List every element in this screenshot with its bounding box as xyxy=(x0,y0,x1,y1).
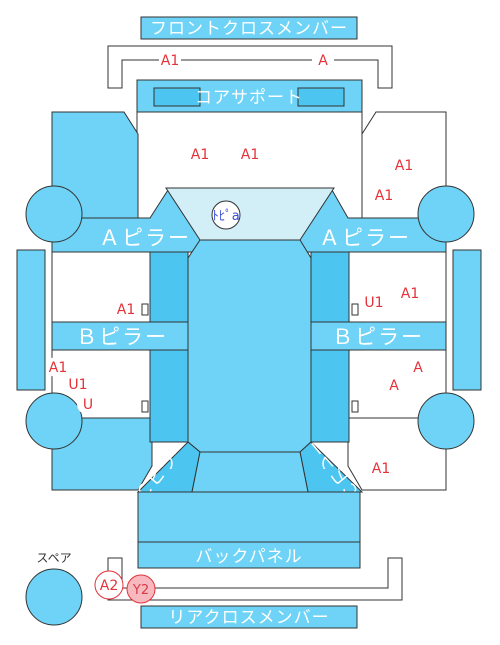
left-side-sill[interactable] xyxy=(16,249,46,391)
right-front-door-handle xyxy=(351,303,359,316)
mark-halo xyxy=(312,49,334,71)
roof-panel[interactable] xyxy=(187,239,312,453)
wheel-front-right[interactable] xyxy=(417,185,475,243)
core-support-label: コアサポート xyxy=(195,88,303,108)
right-front-door[interactable] xyxy=(347,251,447,323)
mark-front-door-left-a1: A1 xyxy=(117,302,135,318)
mark-halo xyxy=(159,49,181,71)
rear-cross-member-label-bar[interactable] xyxy=(140,605,358,629)
wheel-front-left[interactable] xyxy=(25,185,83,243)
right-side-sill[interactable] xyxy=(452,249,482,391)
mark-rear-quarter-right-a1: A1 xyxy=(372,461,390,477)
mark-rear-cross-y2: Y2 xyxy=(132,583,149,598)
front-cross-member-label-bar[interactable] xyxy=(140,16,358,40)
mark-rear-cross-a2: A2 xyxy=(100,578,118,594)
wheel-rear-left[interactable] xyxy=(25,392,83,450)
spare-tire[interactable] xyxy=(25,568,83,626)
a-pillar-left-label: Ａピラー xyxy=(99,226,191,250)
wheel-rear-right[interactable] xyxy=(417,392,475,450)
a-pillar-right-label: Ａピラー xyxy=(319,226,411,250)
mark-right-fender-a1-2: A1 xyxy=(375,188,393,204)
mark-halo xyxy=(77,393,99,415)
mark-front-cross-a: A xyxy=(318,53,328,69)
b-pillar-left-label: Ｂピラー xyxy=(76,325,168,349)
mark-rear-door-right-a-1: A xyxy=(413,360,423,376)
core-support-right-lamp xyxy=(297,87,345,107)
mark-hood-a1-1: A1 xyxy=(191,147,209,163)
rear-cross-member-frame[interactable] xyxy=(107,557,403,601)
left-front-door-handle xyxy=(141,303,149,316)
mark-rear-cross-y2-badge[interactable] xyxy=(126,574,156,604)
roof-mark-text: ﾄﾋﾟa xyxy=(212,209,239,224)
roof-mark-icon[interactable] xyxy=(211,200,241,230)
mark-rear-left-a1: A1 xyxy=(49,360,67,376)
b-pillar-right[interactable] xyxy=(309,321,447,351)
mark-hood-a1-2: A1 xyxy=(241,147,259,163)
rear-cross-member-label: リアクロスメンバー xyxy=(168,608,329,628)
back-panel[interactable] xyxy=(137,541,361,569)
mark-halo xyxy=(47,356,69,378)
mark-rear-left-u: U xyxy=(83,397,93,413)
core-support-left-lamp xyxy=(153,87,201,107)
back-panel-label: バックパネル xyxy=(195,547,302,567)
mark-front-cross-a1: A1 xyxy=(161,53,179,69)
trunk-lid[interactable] xyxy=(137,491,361,543)
b-pillar-right-label: Ｂピラー xyxy=(332,325,424,349)
rear-window[interactable] xyxy=(191,451,309,493)
mark-halo xyxy=(67,373,89,395)
left-front-door[interactable] xyxy=(51,251,153,323)
spare-tire-label: スペア xyxy=(36,551,71,565)
left-rear-door-handle xyxy=(141,400,149,413)
mark-right-fender-a1-1: A1 xyxy=(395,158,413,174)
mark-front-door-right-u1: U1 xyxy=(364,295,383,311)
mark-rear-left-u1: U1 xyxy=(68,377,87,393)
mark-rear-cross-a2-badge[interactable] xyxy=(94,570,124,600)
right-rear-door-handle xyxy=(351,400,359,413)
mark-rear-door-right-a-2: A xyxy=(389,378,399,394)
mark-front-door-right-a1: A1 xyxy=(401,286,419,302)
front-cross-member-label: フロントクロスメンバー xyxy=(150,19,348,39)
